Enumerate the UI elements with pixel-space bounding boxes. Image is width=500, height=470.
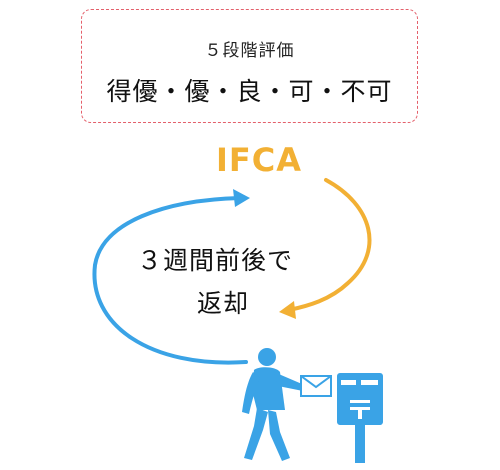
return-period-line1: ３週間前後で xyxy=(137,246,294,275)
grading-heading: ５段階評価 xyxy=(204,41,295,61)
grading-scale-text: 得優・優・良・可・不可 xyxy=(106,77,393,106)
return-arrowhead xyxy=(279,301,296,319)
grading-scale-box: ５段階評価 得優・優・良・可・不可 xyxy=(81,9,418,123)
person-icon xyxy=(242,348,303,461)
submit-arrow xyxy=(92,196,248,365)
return-period-line2: 返却 xyxy=(197,289,250,318)
submit-arrowhead xyxy=(233,189,250,207)
postbox-icon xyxy=(337,373,383,463)
return-arrow xyxy=(287,178,372,312)
envelope-icon xyxy=(300,375,332,397)
organization-label: IFCA xyxy=(215,141,302,179)
